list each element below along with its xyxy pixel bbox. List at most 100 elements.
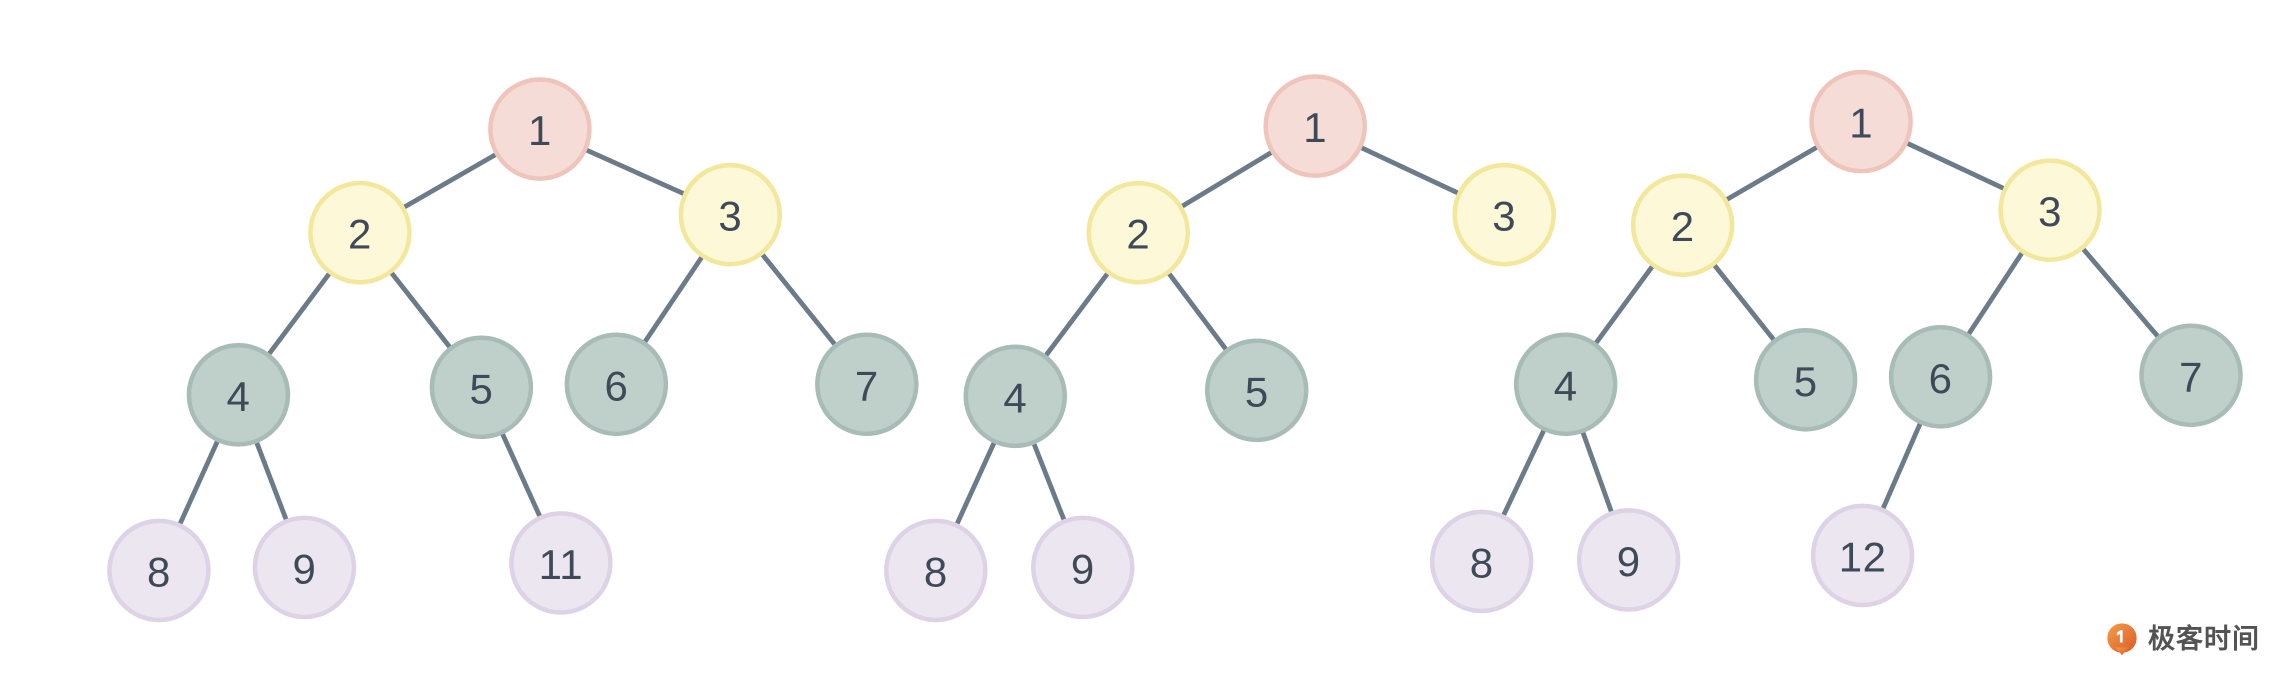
tree-node[interactable]: 3: [1998, 158, 2102, 262]
tree-node-circle[interactable]: [1753, 327, 1858, 432]
tree-node[interactable]: 4: [963, 344, 1068, 449]
tree-node-circle[interactable]: [488, 77, 592, 181]
tree-node[interactable]: 5: [1204, 338, 1309, 443]
tree-edge: [498, 427, 545, 523]
tree-node-circle[interactable]: [1810, 503, 1915, 608]
tree-node-circle[interactable]: [1452, 162, 1556, 267]
tree-node[interactable]: 1: [1809, 69, 1913, 174]
tree-node-label: 1: [1849, 100, 1873, 147]
tree-node-label: 5: [1794, 358, 1818, 405]
tree-node[interactable]: 5: [429, 335, 534, 440]
tree-edge: [952, 436, 999, 531]
tree-node-circle[interactable]: [815, 332, 919, 437]
tree-node-label: 3: [1492, 193, 1516, 240]
tree-node-label: 9: [1071, 545, 1095, 592]
tree-node-label: 4: [227, 373, 251, 420]
tree-node-label: 7: [855, 362, 879, 409]
tree-node-label: 12: [1839, 533, 1887, 580]
tree-node[interactable]: 7: [2139, 323, 2243, 428]
edges-layer: [175, 138, 2164, 531]
tree-node-circle[interactable]: [429, 335, 534, 440]
tree-edge: [1720, 142, 1824, 205]
tree-node-circle[interactable]: [1204, 338, 1309, 443]
tree-node-label: 6: [1929, 355, 1953, 402]
tree-node-circle[interactable]: [678, 162, 783, 267]
tree-node-circle[interactable]: [1429, 509, 1534, 614]
tree-edge: [757, 248, 841, 351]
tree-node-circle[interactable]: [1998, 158, 2102, 262]
tree-node[interactable]: 1: [488, 77, 592, 181]
tree-node[interactable]: 8: [884, 518, 988, 623]
tree-edge: [579, 145, 691, 199]
tree-node[interactable]: 7: [815, 332, 919, 437]
geektime-logo-icon: [2105, 622, 2139, 656]
tree-node-circle[interactable]: [1031, 515, 1135, 620]
tree-node-circle[interactable]: [2139, 323, 2243, 428]
tree-node[interactable]: 12: [1810, 503, 1915, 608]
tree-node-label: 2: [1126, 211, 1150, 258]
tree-node-label: 3: [718, 193, 742, 240]
tree-node[interactable]: 4: [1513, 332, 1618, 437]
tree-node[interactable]: 6: [564, 332, 669, 437]
tree-edge: [1175, 147, 1278, 212]
tree-edge: [397, 149, 502, 212]
tree-node[interactable]: 2: [308, 180, 412, 285]
tree-node-label: 8: [147, 548, 171, 595]
tree-node[interactable]: 2: [1630, 173, 1735, 277]
tree-node[interactable]: 9: [1031, 515, 1135, 620]
tree-edge: [1709, 259, 1780, 346]
tree-node-label: 6: [604, 362, 628, 409]
tree-edge: [1900, 138, 2011, 193]
tree-node-circle[interactable]: [186, 343, 291, 447]
tree-node-circle[interactable]: [1086, 180, 1190, 285]
tree-node[interactable]: 3: [678, 162, 783, 267]
tree-node-circle[interactable]: [1513, 332, 1618, 437]
tree-node-label: 3: [2038, 188, 2062, 235]
tree-node-label: 1: [1303, 104, 1327, 151]
tree-edge: [1354, 143, 1465, 198]
tree-node-label: 4: [1003, 374, 1027, 421]
tree-node-label: 8: [924, 548, 948, 595]
tree-node[interactable]: 11: [509, 511, 613, 615]
tree-node[interactable]: 9: [1576, 508, 1681, 612]
tree-edge: [1163, 267, 1232, 356]
tree-node[interactable]: 8: [1429, 509, 1534, 614]
tree-node-circle[interactable]: [252, 515, 357, 620]
tree-node-circle[interactable]: [1576, 508, 1681, 612]
tree-node-label: 2: [1671, 203, 1695, 250]
tree-node-circle[interactable]: [107, 518, 211, 623]
tree-node-circle[interactable]: [884, 518, 988, 623]
tree-node-circle[interactable]: [564, 332, 669, 437]
tree-node[interactable]: 1: [1263, 74, 1367, 178]
tree-node-circle[interactable]: [1809, 69, 1913, 174]
tree-edge: [639, 250, 707, 349]
tree-node[interactable]: 8: [107, 518, 211, 623]
tree-node-label: 11: [539, 541, 583, 588]
tree-node-circle[interactable]: [1630, 173, 1735, 277]
tree-edge: [1590, 260, 1658, 350]
tree-node[interactable]: 3: [1452, 162, 1556, 267]
tree-edge: [1878, 417, 1925, 516]
tree-node-circle[interactable]: [308, 180, 412, 285]
tree-edge: [263, 267, 335, 360]
tree-node-label: 9: [293, 545, 317, 592]
tree-node[interactable]: 6: [1888, 324, 1993, 429]
tree-node-label: 4: [1554, 362, 1578, 409]
tree-node-circle[interactable]: [1263, 74, 1367, 178]
tree-edge: [386, 266, 456, 354]
tree-node-label: 1: [528, 107, 552, 154]
tree-node[interactable]: 9: [252, 515, 357, 620]
tree-node-circle[interactable]: [963, 344, 1068, 449]
tree-node[interactable]: 4: [186, 343, 291, 447]
tree-edge: [1963, 246, 2027, 341]
tree-edge: [1029, 437, 1069, 527]
tree-node-label: 8: [1470, 539, 1494, 586]
tree-node[interactable]: 2: [1086, 180, 1190, 285]
tree-edge: [1040, 267, 1113, 362]
tree-node[interactable]: 5: [1753, 327, 1858, 432]
tree-node-label: 5: [469, 365, 493, 412]
tree-node-circle[interactable]: [509, 511, 613, 615]
tree-node-circle[interactable]: [1888, 324, 1993, 429]
